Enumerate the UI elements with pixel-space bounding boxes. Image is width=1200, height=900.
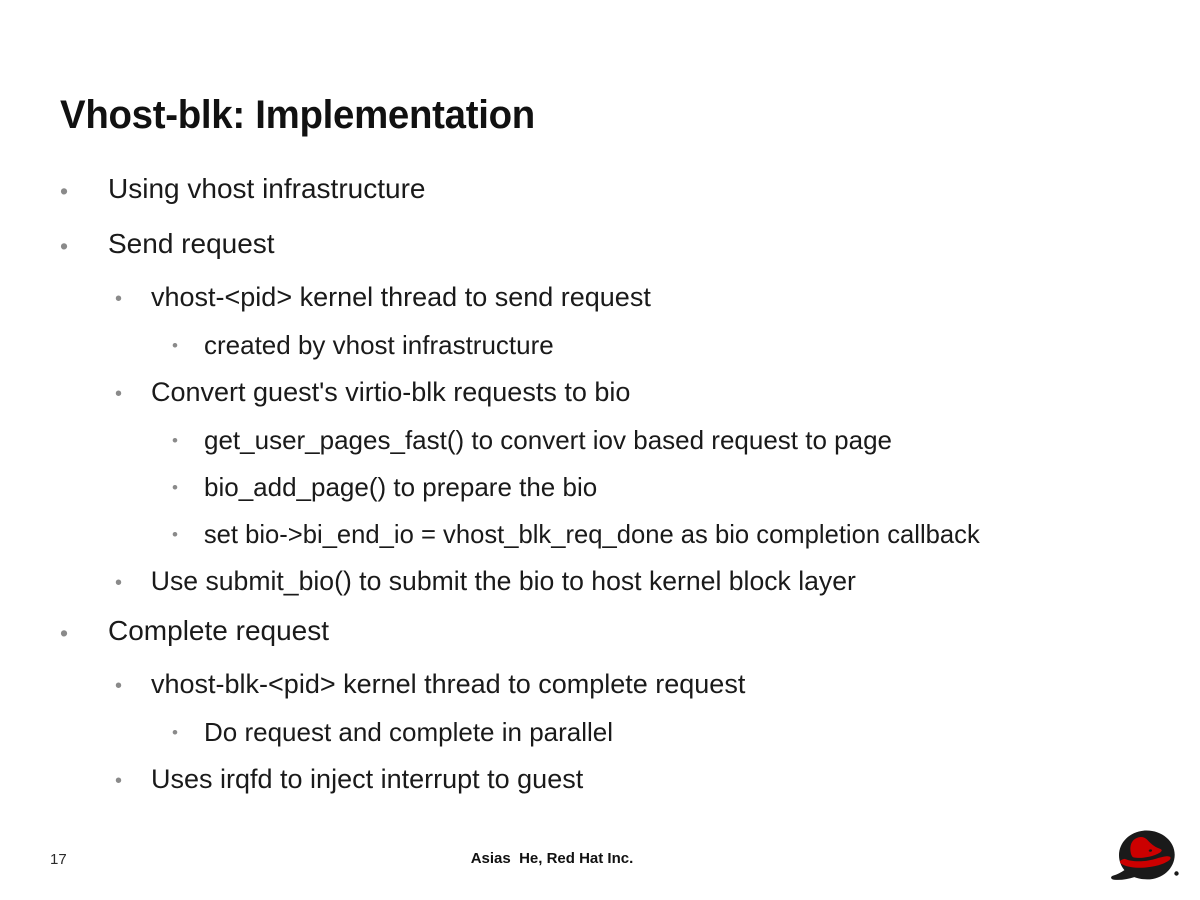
bullet-item-level-2: • Convert guest's virtio-blk requests to … (60, 371, 1150, 419)
bullet-item-level-1: • Complete request (60, 608, 1150, 663)
bullet-item-level-2: • Uses irqfd to inject interrupt to guest (60, 758, 1150, 806)
bullet-text: set bio->bi_end_io = vhost_blk_req_done … (203, 519, 980, 549)
bullet-dot-icon: • (172, 723, 178, 742)
bullet-text: Complete request (108, 615, 330, 646)
bullet-text: Using vhost infrastructure (108, 173, 426, 204)
footer-credit: Asias He, Red Hat Inc. (470, 850, 634, 867)
bullet-item-level-3: • get_user_pages_fast() to convert iov ba… (60, 419, 1150, 466)
bullet-dot-icon: • (115, 288, 123, 310)
bullet-dot-icon: • (172, 478, 178, 497)
bullet-item-level-2: • vhost-blk-<pid> kernel thread to comple… (60, 663, 1150, 711)
bullet-dot-icon: • (115, 675, 123, 697)
bullet-text: Convert guest's virtio-blk requests to b… (151, 377, 631, 407)
bullet-item-level-3: • Do request and complete in parallel (60, 711, 1150, 758)
bullet-dot-icon: • (172, 336, 178, 355)
bullet-dot-icon: • (115, 572, 123, 594)
bullet-item-level-2: • Use submit_bio() to submit the bio to h… (60, 560, 1150, 608)
bullet-item-level-2: • vhost-<pid> kernel thread to send reque… (60, 276, 1150, 324)
bullet-text: Uses irqfd to inject interrupt to guest (151, 764, 584, 794)
bullet-text: get_user_pages_fast() to convert iov bas… (204, 425, 892, 455)
bullet-text: Send request (108, 228, 275, 259)
bullet-item-level-3: • created by vhost infrastructure (60, 324, 1150, 371)
bullet-text: Use submit_bio() to submit the bio to ho… (150, 566, 856, 596)
bullet-text: vhost-blk-<pid> kernel thread to complet… (151, 669, 746, 699)
bullet-text: created by vhost infrastructure (204, 330, 554, 360)
bullet-dot-icon: • (60, 233, 69, 259)
bullet-dot-icon: • (60, 620, 69, 646)
page-title: Vhost-blk: Implementation (60, 92, 535, 137)
bullet-item-level-1: • Send request (60, 221, 1150, 276)
bullet-dot-icon: • (115, 383, 123, 405)
bullet-text: vhost-<pid> kernel thread to send reques… (151, 282, 651, 312)
bullet-list: • Using vhost infrastructure • Send request… (60, 166, 1150, 806)
red-hat-shadowman-logo (1108, 829, 1186, 891)
bullet-dot-icon: • (115, 770, 123, 792)
bullet-text: Do request and complete in parallel (204, 717, 614, 747)
bullet-item-level-3: • bio_add_page() to prepare the bio (60, 466, 1150, 513)
page-number: 17 (50, 851, 67, 868)
bullet-dot-icon: • (60, 178, 69, 204)
bullet-text: bio_add_page() to prepare the bio (204, 472, 598, 502)
bullet-item-level-1: • Using vhost infrastructure (60, 166, 1150, 221)
bullet-dot-icon: • (172, 525, 178, 544)
bullet-dot-icon: • (172, 431, 178, 450)
bullet-item-level-3: • set bio->bi_end_io = vhost_blk_req_done… (60, 513, 1150, 560)
